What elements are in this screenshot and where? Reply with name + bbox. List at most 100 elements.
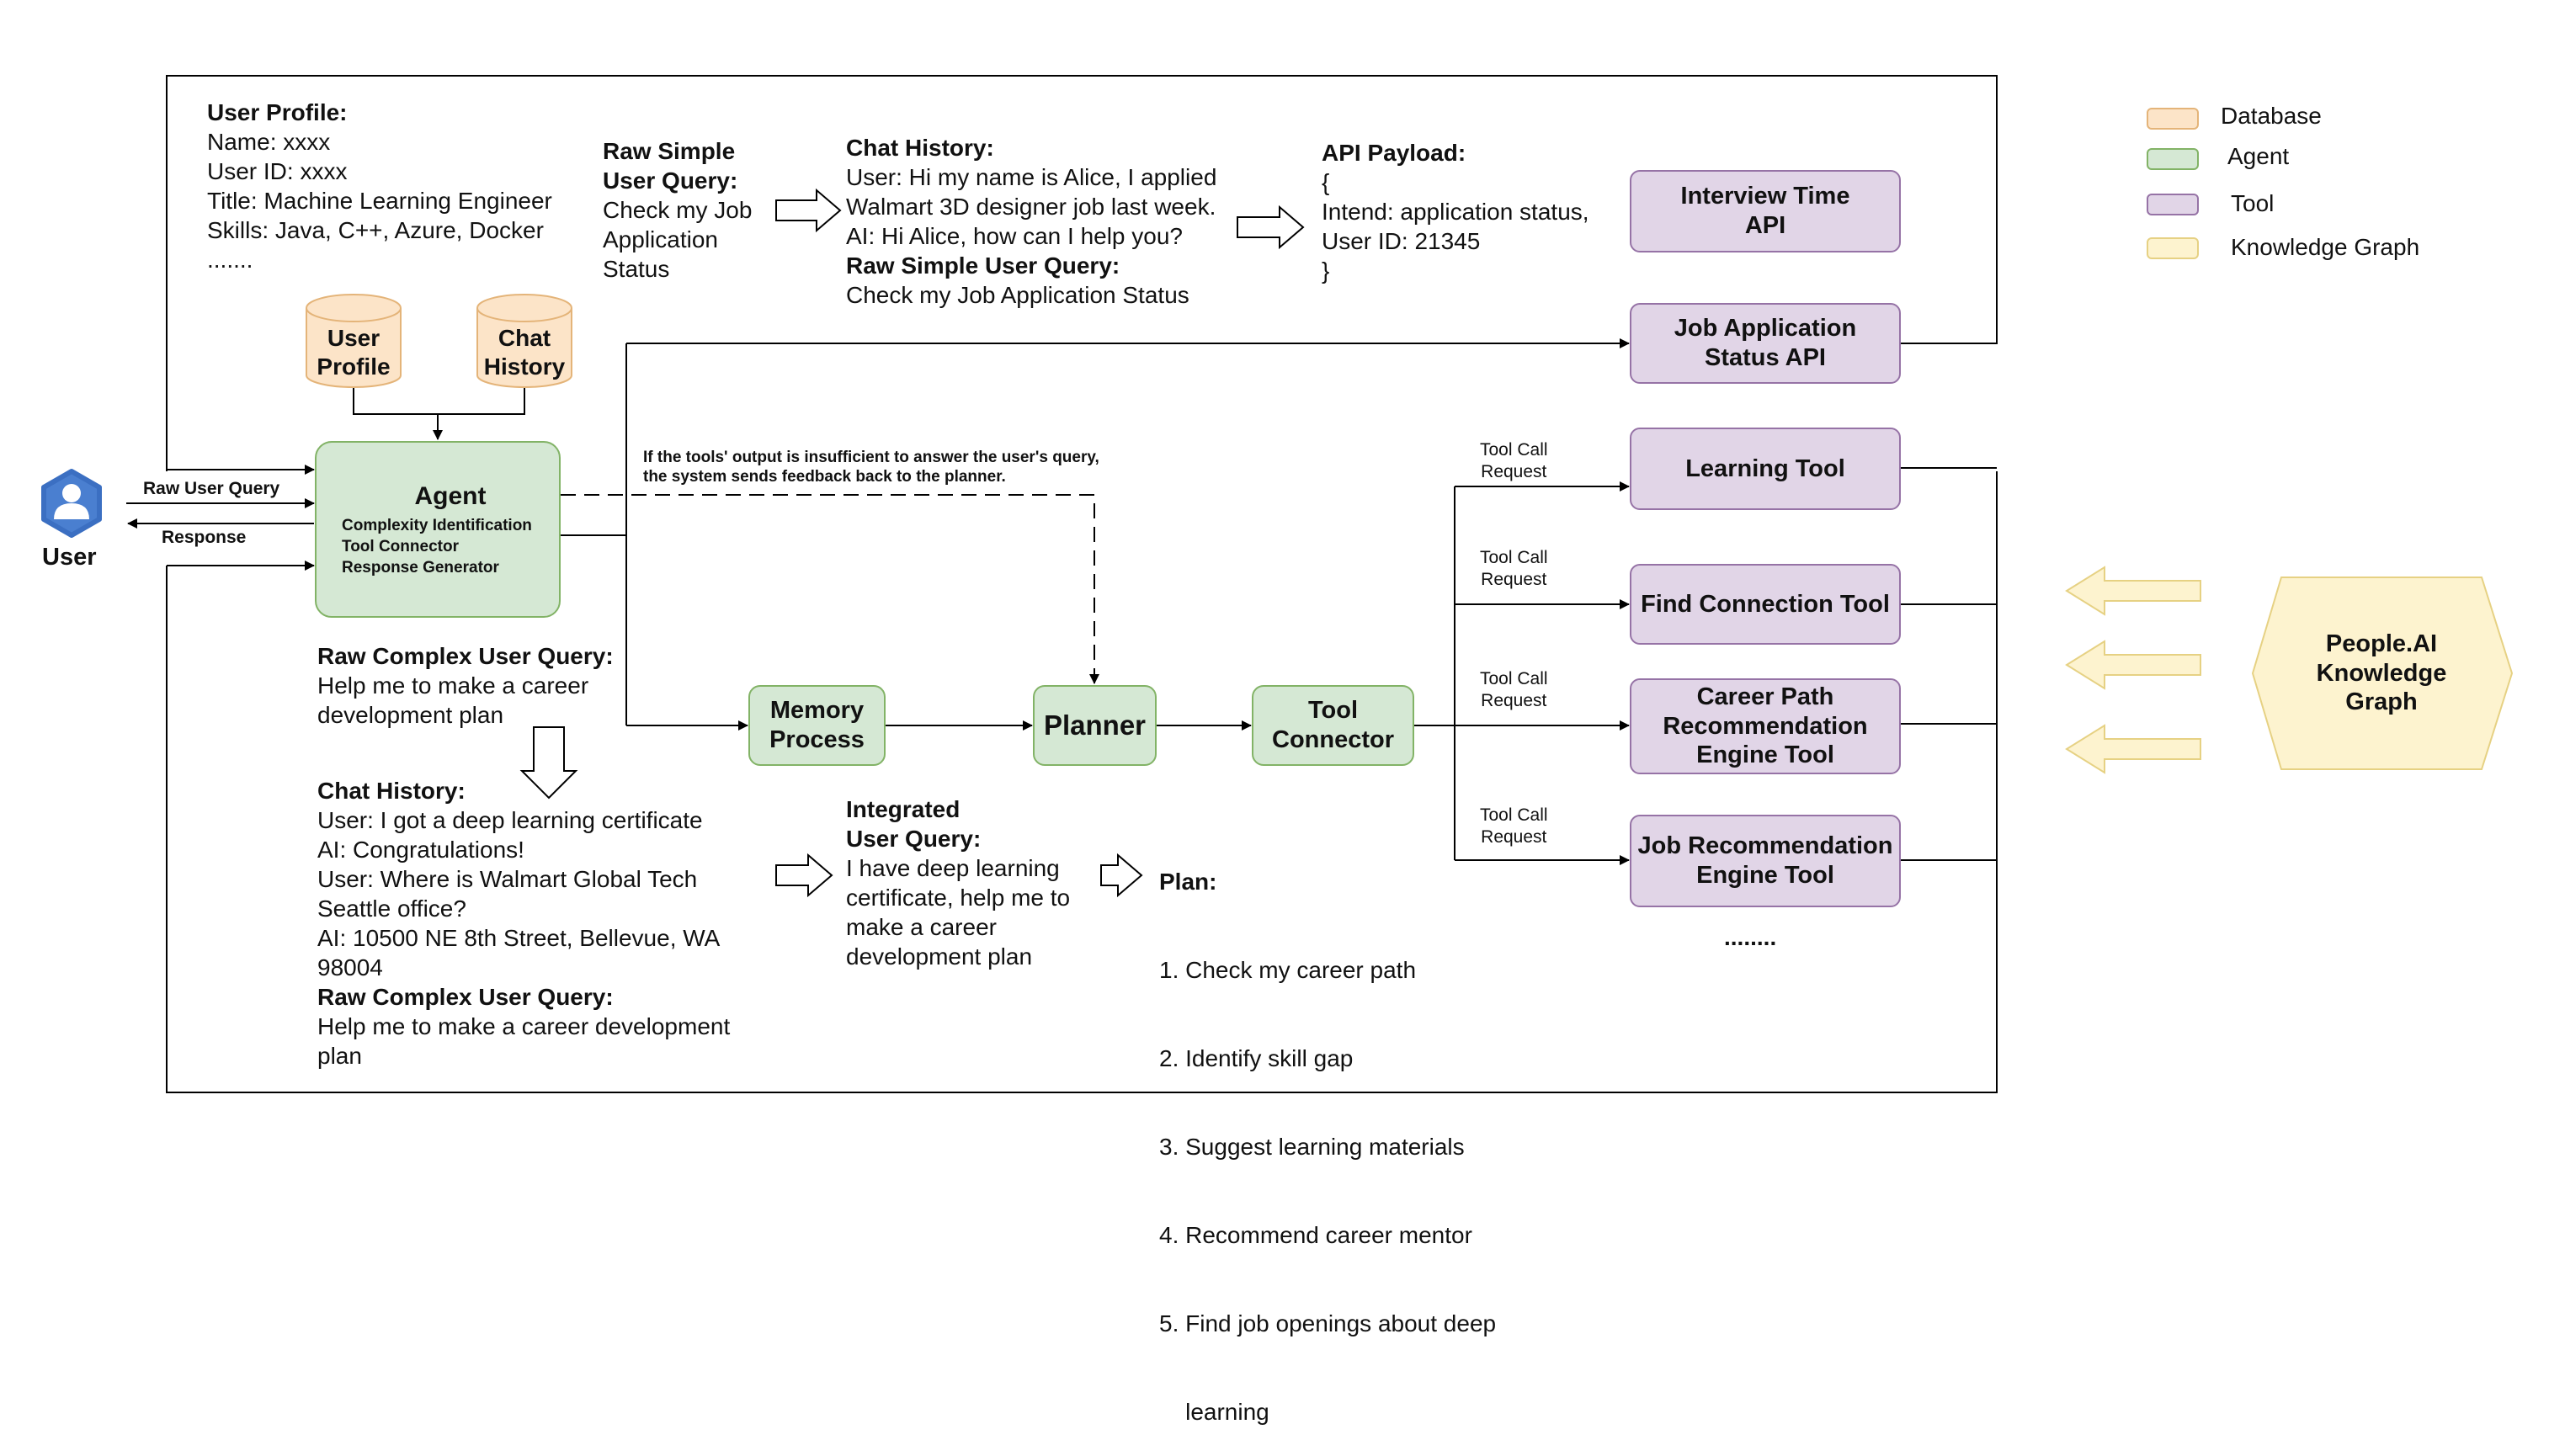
chat-history-line: User: Where is Walmart Global Tech (317, 866, 698, 892)
chat-history-top: Chat History: User: Hi my name is Alice,… (846, 133, 1216, 310)
kg-arrow-2 (2065, 640, 2201, 690)
chat-history-line: User: I got a deep learning certificate (317, 807, 703, 833)
user-profile-line: Name: xxxx (207, 129, 331, 155)
plan-step: learning (1159, 1399, 1269, 1425)
legend-swatch-agent (2147, 148, 2199, 170)
integrated-query-heading: Integrated (846, 796, 961, 822)
plan-step: 1. Check my career path (1159, 957, 1417, 983)
db-chat-history-top (476, 294, 572, 322)
plan-heading: Plan: (1159, 869, 1217, 895)
db-user-profile-label: User Profile (317, 325, 391, 380)
response-label: Response (162, 528, 247, 547)
hollow-arrow-integrated (1100, 853, 1143, 898)
diagram-connectors (41, 75, 2514, 1093)
legend-swatch-tool (2147, 194, 2199, 215)
chat-history-line: AI: 10500 NE 8th Street, Bellevue, WA (317, 925, 721, 951)
chat-history-line: Seattle office? (317, 895, 466, 922)
user-profile-line: Skills: Java, C++, Azure, Docker (207, 217, 544, 243)
job-application-status-api: Job Application Status API (1630, 303, 1901, 384)
api-payload-text: API Payload: { Intend: application statu… (1322, 138, 1589, 285)
integrated-query-heading: User Query: (846, 826, 982, 852)
plan-text: Plan: 1. Check my career path 2. Identif… (1159, 808, 1496, 1456)
tool-call-label: Tool Call Request (1480, 548, 1548, 589)
integrated-query-line: certificate, help me to (846, 885, 1071, 911)
user-profile-line: User ID: xxxx (207, 158, 348, 184)
chat-history-bottom: Chat History: User: I got a deep learnin… (317, 776, 730, 1071)
api-payload-line: { (1322, 169, 1330, 195)
db-user-profile-body (306, 308, 402, 388)
chat-history-line: Walmart 3D designer job last week. (846, 194, 1216, 220)
integrated-query-line: development plan (846, 943, 1033, 970)
chat-history-line: AI: Hi Alice, how can I help you? (846, 223, 1183, 249)
hollow-arrow-down (519, 726, 578, 800)
agent-capability: Tool Connector (342, 537, 459, 555)
learning-tool: Learning Tool (1630, 428, 1901, 510)
plan-step: 5. Find job openings about deep (1159, 1310, 1497, 1336)
simple-query-text: Raw Simple User Query: Check my Job Appl… (603, 136, 752, 284)
planner-node: Planner (1033, 685, 1157, 766)
feedback-dashed (561, 494, 1099, 684)
plan-step: 4. Recommend career mentor (1159, 1222, 1472, 1248)
interview-time-api: Interview Time API (1630, 170, 1901, 252)
simple-query-heading: User Query: (603, 167, 738, 194)
hollow-arrow-simple (775, 188, 842, 233)
find-connection-tool: Find Connection Tool (1630, 564, 1901, 645)
chat-history-line: User: Hi my name is Alice, I applied (846, 164, 1217, 190)
integrated-query-line: make a career (846, 914, 997, 940)
career-path-recommendation-tool: Career Path Recommendation Engine Tool (1630, 678, 1901, 774)
db-merge (353, 387, 525, 415)
simple-query-heading: Raw Simple (603, 138, 736, 164)
knowledge-graph-label: People.AI Knowledge Graph (2316, 630, 2447, 716)
agent-title: Agent (414, 481, 487, 510)
complex-query-line: Help me to make a career (317, 672, 589, 699)
hollow-arrow-chat-bottom (775, 853, 833, 898)
chat-history-query: plan (317, 1043, 362, 1069)
agent-capability: Complexity Identification (342, 516, 532, 534)
legend-label-agent: Agent (2227, 143, 2290, 169)
legend-swatch-database (2147, 108, 2199, 130)
chat-history-heading: Chat History: (317, 778, 466, 804)
agent-node: Agent Complexity Identification Tool Con… (315, 441, 561, 618)
chat-history-query: Help me to make a career development (317, 1013, 731, 1039)
chat-history-heading: Chat History: (846, 135, 994, 161)
legend-swatch-knowledge-graph (2147, 237, 2199, 259)
raw-user-query-label: Raw User Query (143, 479, 280, 498)
tool-connector-node: Tool Connector (1252, 685, 1414, 766)
chat-history-line: AI: Congratulations! (317, 837, 524, 863)
kg-arrow-3 (2065, 724, 2201, 774)
user-profile-line: ....... (207, 247, 253, 273)
feedback-note: If the tools' output is insufficient to … (643, 449, 1099, 486)
legend-label-database: Database (2221, 103, 2322, 129)
user-profile-heading: User Profile: (207, 99, 348, 125)
api-payload-line: Intend: application status, (1322, 199, 1589, 225)
plan-step: 2. Identify skill gap (1159, 1045, 1354, 1071)
db-user-profile-top (306, 294, 402, 322)
complex-query-line: development plan (317, 702, 504, 728)
more-tools-ellipsis: ........ (1724, 924, 1777, 950)
memory-process-node: Memory Process (748, 685, 886, 766)
plan-step: 3. Suggest learning materials (1159, 1134, 1465, 1160)
user-icon (41, 469, 102, 538)
agent-capability: Response Generator (342, 558, 499, 577)
tool-call-label: Tool Call Request (1480, 805, 1548, 847)
api-payload-line: } (1322, 258, 1330, 284)
chat-history-line: 98004 (317, 954, 383, 980)
complex-query-heading: Raw Complex User Query: (317, 643, 614, 669)
api-payload-line: User ID: 21345 (1322, 228, 1481, 254)
kg-hexagon (2251, 577, 2514, 770)
simple-query-line: Application (603, 226, 718, 252)
user-label: User (42, 544, 97, 571)
legend-label-knowledge-graph: Knowledge Graph (2231, 234, 2420, 260)
user-profile-text: User Profile: Name: xxxx User ID: xxxx T… (207, 98, 552, 274)
db-chat-history-body (476, 308, 572, 388)
chat-history-query: Check my Job Application Status (846, 282, 1189, 308)
legend-label-tool: Tool (2231, 190, 2275, 216)
outer-loop (166, 75, 1998, 471)
chat-history-query-heading: Raw Complex User Query: (317, 984, 614, 1010)
user-profile-line: Title: Machine Learning Engineer (207, 188, 552, 214)
simple-query-line: Check my Job (603, 197, 753, 223)
tool-call-label: Tool Call Request (1480, 440, 1548, 481)
kg-arrow-1 (2065, 566, 2201, 616)
hollow-arrow-chat (1237, 205, 1305, 250)
api-payload-heading: API Payload: (1322, 140, 1466, 166)
